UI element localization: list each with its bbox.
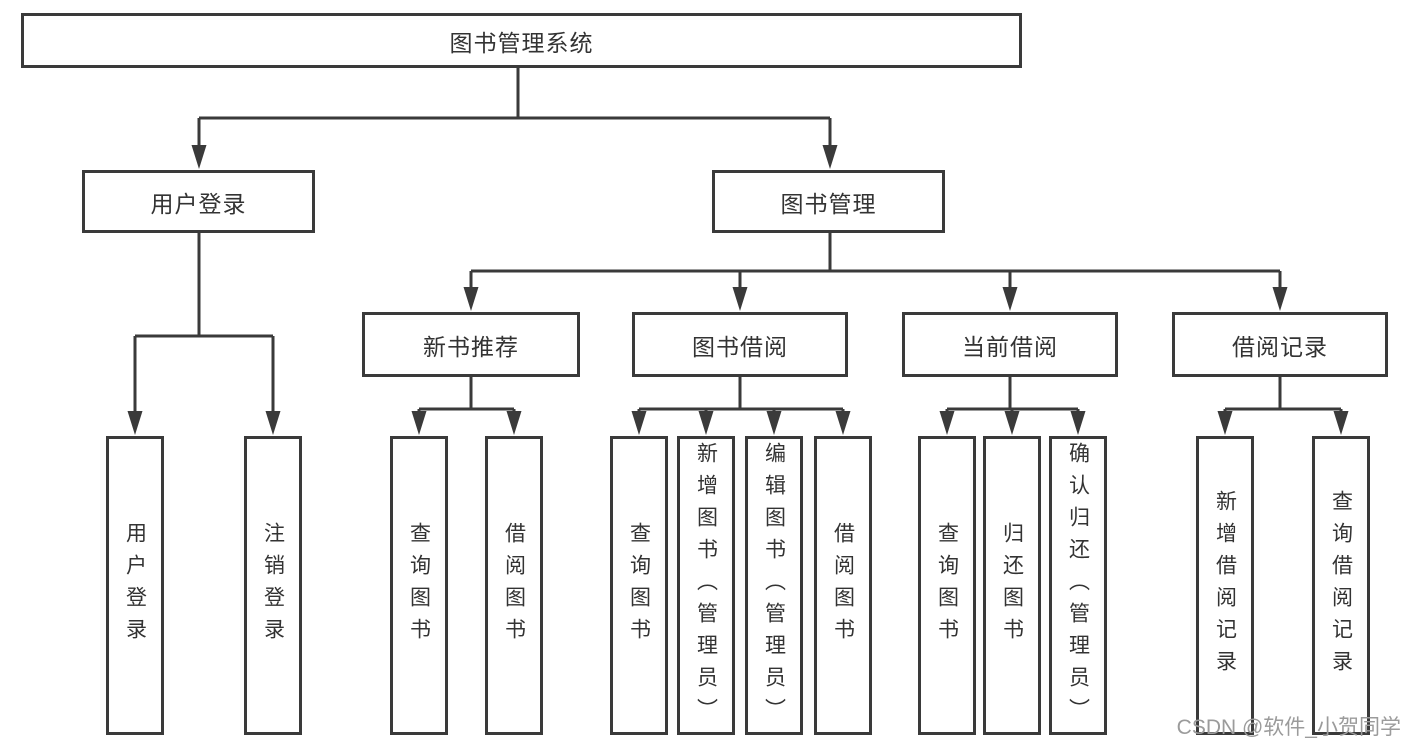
leaf-user-login: 用户登录 xyxy=(106,436,164,735)
node-system-root: 图书管理系统 xyxy=(21,13,1022,68)
leaf-label: 归还图书 xyxy=(1000,521,1024,650)
leaf-label: 确认归还（管理员） xyxy=(1066,441,1090,730)
node-label: 图书管理 xyxy=(780,190,877,217)
node-label: 图书管理系统 xyxy=(449,29,594,56)
leaf-label: 用户登录 xyxy=(123,521,147,650)
node-current-borrowing: 当前借阅 xyxy=(902,312,1118,377)
leaf-label: 借阅图书 xyxy=(831,521,855,650)
leaf-add-borrow-record: 新增借阅记录 xyxy=(1196,436,1254,735)
leaf-query-books-recommend: 查询图书 xyxy=(390,436,448,735)
arrowhead-icons xyxy=(127,145,1349,435)
node-label: 用户登录 xyxy=(150,190,247,217)
node-borrowing-records: 借阅记录 xyxy=(1172,312,1388,377)
node-label: 图书借阅 xyxy=(692,333,788,360)
leaf-query-books-current: 查询图书 xyxy=(918,436,976,735)
leaf-label: 借阅图书 xyxy=(502,521,526,650)
leaf-borrow-books-borrowing: 借阅图书 xyxy=(814,436,872,735)
leaf-borrow-books-recommend: 借阅图书 xyxy=(485,436,543,735)
node-book-borrowing: 图书借阅 xyxy=(632,312,848,377)
node-new-book-recommend: 新书推荐 xyxy=(362,312,580,377)
node-label: 当前借阅 xyxy=(962,333,1058,360)
leaf-label: 查询图书 xyxy=(935,521,959,650)
leaf-logout: 注销登录 xyxy=(244,436,302,735)
csdn-watermark: CSDN @软件_小贺同学 xyxy=(1176,716,1401,739)
leaf-edit-books-admin: 编辑图书（管理员） xyxy=(745,436,803,735)
leaf-query-books-borrowing: 查询图书 xyxy=(610,436,668,735)
leaf-label: 注销登录 xyxy=(261,521,285,650)
leaf-label: 编辑图书（管理员） xyxy=(762,441,786,730)
node-user-login: 用户登录 xyxy=(82,170,315,233)
leaf-add-books-admin: 新增图书（管理员） xyxy=(677,436,735,735)
leaf-label: 查询图书 xyxy=(627,521,651,650)
leaf-confirm-return-admin: 确认归还（管理员） xyxy=(1049,436,1107,735)
leaf-query-borrow-record: 查询借阅记录 xyxy=(1312,436,1370,735)
node-book-management: 图书管理 xyxy=(712,170,945,233)
leaf-label: 新增借阅记录 xyxy=(1213,489,1237,682)
leaf-return-books: 归还图书 xyxy=(983,436,1041,735)
node-label: 借阅记录 xyxy=(1232,333,1328,360)
leaf-label: 查询借阅记录 xyxy=(1329,489,1353,682)
node-label: 新书推荐 xyxy=(423,333,519,360)
leaf-label: 查询图书 xyxy=(407,521,431,650)
leaf-label: 新增图书（管理员） xyxy=(694,441,718,730)
